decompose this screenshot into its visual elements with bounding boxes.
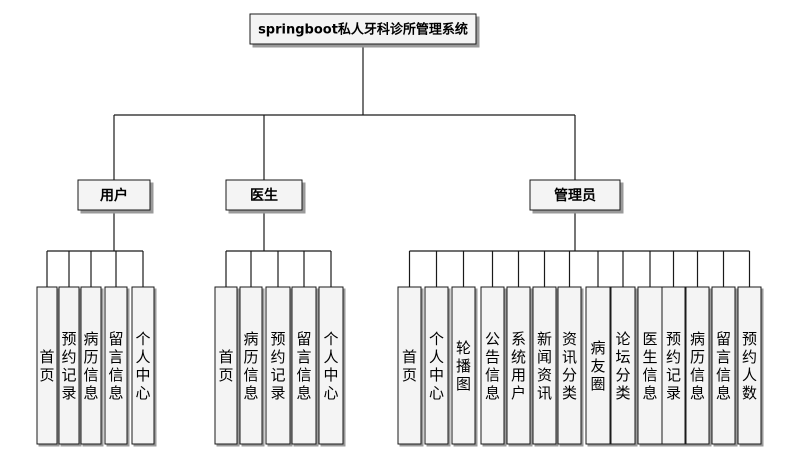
root-node: springboot私人牙科诊所管理系统 xyxy=(249,13,477,45)
module-label: 预约记录 xyxy=(61,330,76,402)
module-node: 医生信息 xyxy=(637,286,663,445)
module-node: 首页 xyxy=(214,286,238,445)
module-node: 首页 xyxy=(397,286,422,445)
module-label: 资讯分类 xyxy=(562,330,577,402)
group-node-admin: 管理员 xyxy=(529,179,621,211)
module-label: 论坛分类 xyxy=(615,330,630,402)
root-label: springboot私人牙科诊所管理系统 xyxy=(258,22,468,38)
module-label: 首页 xyxy=(402,348,417,384)
module-label: 首页 xyxy=(39,348,54,384)
module-label: 留言信息 xyxy=(108,330,123,402)
module-node: 资讯分类 xyxy=(557,286,582,445)
group-node-doctor: 医生 xyxy=(225,179,303,211)
module-label: 病历信息 xyxy=(243,330,258,402)
module-node: 个人中心 xyxy=(318,286,344,445)
module-node: 个人中心 xyxy=(424,286,449,445)
module-label: 留言信息 xyxy=(716,330,731,402)
module-leaf-nodes: 首页预约记录病历信息留言信息个人中心首页病历信息预约记录留言信息个人中心首页个人… xyxy=(36,286,762,445)
module-label: 轮播图 xyxy=(456,339,471,393)
module-node: 留言信息 xyxy=(711,286,736,445)
module-node: 留言信息 xyxy=(104,286,128,445)
module-label: 个人中心 xyxy=(323,330,338,402)
module-label: 留言信息 xyxy=(296,330,311,402)
module-node: 病历信息 xyxy=(685,286,710,445)
module-label: 病友圈 xyxy=(590,339,605,393)
module-label: 病历信息 xyxy=(690,330,705,402)
module-label: 系统用户 xyxy=(511,330,526,402)
module-node: 公告信息 xyxy=(480,286,505,445)
module-node: 系统用户 xyxy=(506,286,531,445)
module-node: 预约记录 xyxy=(265,286,291,445)
module-node: 留言信息 xyxy=(291,286,317,445)
group-node-user: 用户 xyxy=(77,179,151,211)
module-node: 病友圈 xyxy=(585,286,611,445)
module-node: 病历信息 xyxy=(239,286,263,445)
group-label-doctor: 医生 xyxy=(250,187,278,204)
module-node: 病历信息 xyxy=(80,286,102,445)
module-label: 医生信息 xyxy=(642,330,657,402)
module-label: 公告信息 xyxy=(485,330,500,402)
module-label: 预约人数 xyxy=(742,330,757,402)
module-label: 病历信息 xyxy=(83,330,98,402)
module-label: 新闻资讯 xyxy=(537,330,552,402)
module-node: 个人中心 xyxy=(131,286,155,445)
module-label: 个人中心 xyxy=(135,330,150,402)
group-label-admin: 管理员 xyxy=(554,187,596,204)
module-node: 轮播图 xyxy=(451,286,476,445)
module-node: 预约记录 xyxy=(661,286,686,445)
module-node: 首页 xyxy=(36,286,58,445)
module-node: 新闻资讯 xyxy=(532,286,557,445)
module-label: 预约记录 xyxy=(666,330,681,402)
group-label-user: 用户 xyxy=(100,187,128,204)
module-label: 个人中心 xyxy=(429,330,444,402)
connector-lines xyxy=(46,44,751,287)
module-node: 论坛分类 xyxy=(610,286,636,445)
module-node: 预约记录 xyxy=(58,286,80,445)
module-node: 预约人数 xyxy=(737,286,762,445)
module-label: 预约记录 xyxy=(270,330,285,402)
module-label: 首页 xyxy=(218,348,233,384)
